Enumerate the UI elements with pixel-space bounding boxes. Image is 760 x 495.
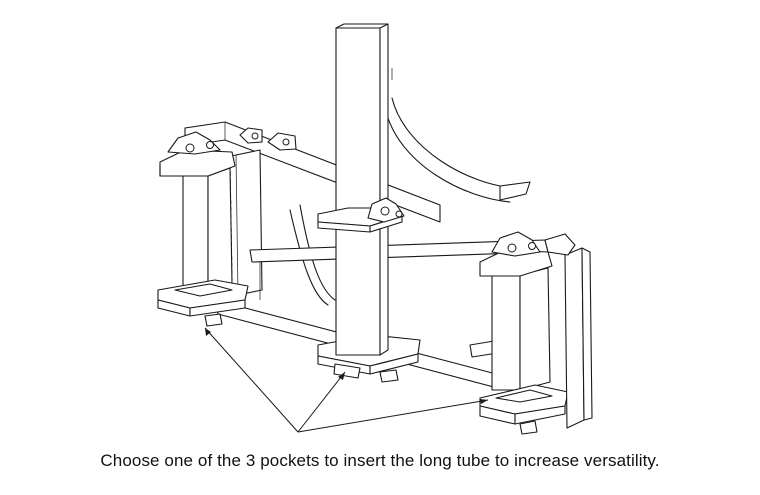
- hitch-frame-drawing: [0, 0, 760, 450]
- curved-gusset: [290, 98, 530, 305]
- right-side-plate: [545, 234, 592, 428]
- long-tube: [336, 24, 392, 355]
- pocket-pointers: [205, 328, 488, 432]
- caption-text: Choose one of the 3 pockets to insert th…: [100, 451, 660, 470]
- center-pocket-collar: [318, 198, 404, 232]
- left-pocket: [158, 132, 248, 326]
- right-pocket: [480, 232, 568, 434]
